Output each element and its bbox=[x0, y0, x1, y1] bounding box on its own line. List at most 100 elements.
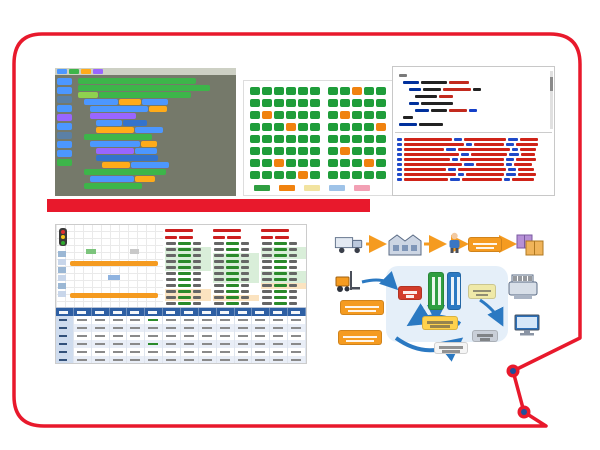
cell-text bbox=[166, 327, 177, 329]
table-cell bbox=[181, 324, 199, 332]
code-block bbox=[78, 92, 98, 98]
data-text bbox=[178, 278, 191, 281]
table-cell bbox=[163, 316, 182, 324]
cell-text bbox=[112, 351, 123, 353]
header-label bbox=[148, 310, 158, 314]
table-cell bbox=[217, 348, 235, 356]
decor-dot-center bbox=[510, 368, 516, 374]
status-cell bbox=[364, 147, 374, 155]
status-cell bbox=[262, 135, 272, 143]
data-text bbox=[226, 266, 239, 269]
row-header-cell bbox=[58, 291, 66, 297]
data-text bbox=[193, 302, 201, 305]
status-cell bbox=[352, 147, 362, 155]
status-cell bbox=[340, 111, 350, 119]
row-header-cell bbox=[58, 283, 66, 289]
data-text bbox=[226, 284, 239, 287]
red-divider-bar bbox=[47, 199, 370, 212]
result-text bbox=[516, 143, 538, 146]
result-text bbox=[397, 138, 402, 141]
cell-text bbox=[201, 327, 212, 329]
data-text bbox=[193, 266, 201, 269]
result-text bbox=[452, 158, 458, 161]
status-cell bbox=[250, 99, 260, 107]
header-text bbox=[227, 236, 241, 239]
cell-text bbox=[130, 359, 141, 361]
table-cell bbox=[288, 348, 306, 356]
status-cell bbox=[250, 147, 260, 155]
data-text bbox=[274, 302, 287, 305]
cell-text bbox=[148, 359, 159, 361]
block-row bbox=[96, 120, 234, 126]
cell-text bbox=[112, 327, 123, 329]
status-cell bbox=[352, 99, 362, 107]
code-line bbox=[415, 93, 550, 100]
status-cell bbox=[376, 87, 386, 95]
status-cell bbox=[364, 171, 374, 179]
status-cell bbox=[376, 147, 386, 155]
data-text bbox=[289, 254, 297, 257]
cell-text bbox=[237, 327, 248, 329]
table-row bbox=[56, 316, 306, 324]
table-cell bbox=[235, 348, 253, 356]
result-text bbox=[520, 148, 536, 151]
status-cell bbox=[250, 111, 260, 119]
data-text bbox=[274, 284, 287, 287]
status-cell bbox=[298, 99, 308, 107]
table-cell bbox=[181, 316, 199, 324]
data-text bbox=[262, 254, 272, 257]
cell-text bbox=[59, 327, 67, 329]
code-token bbox=[469, 109, 477, 112]
code-block bbox=[90, 176, 134, 182]
data-text bbox=[274, 242, 287, 245]
box-label bbox=[438, 277, 441, 305]
table-cell bbox=[145, 348, 164, 356]
header-text bbox=[275, 236, 289, 239]
data-text bbox=[214, 248, 224, 251]
cell-text bbox=[219, 351, 230, 353]
result-text bbox=[458, 173, 464, 176]
data-text bbox=[262, 278, 272, 281]
status-cell bbox=[298, 147, 308, 155]
group-header bbox=[213, 227, 259, 234]
status-grid-cells bbox=[244, 81, 392, 185]
header-label bbox=[166, 310, 176, 314]
table-header-cell bbox=[270, 308, 289, 316]
data-text bbox=[262, 284, 272, 287]
cell-text bbox=[255, 319, 266, 321]
table-row bbox=[56, 332, 306, 340]
cell-text bbox=[237, 343, 248, 345]
data-text bbox=[166, 284, 176, 287]
table-cell bbox=[252, 316, 271, 324]
status-cell bbox=[364, 87, 374, 95]
code-block bbox=[142, 99, 168, 105]
table-cell bbox=[92, 316, 110, 324]
status-grid-row bbox=[250, 99, 388, 107]
data-text bbox=[214, 290, 224, 293]
result-text bbox=[512, 148, 518, 151]
header-label bbox=[130, 310, 140, 314]
table-cell bbox=[217, 332, 235, 340]
traffic-light bbox=[59, 228, 67, 246]
code-token bbox=[415, 109, 429, 112]
cell-text bbox=[130, 327, 141, 329]
cell-text bbox=[201, 343, 212, 345]
status-cell bbox=[262, 87, 272, 95]
data-text bbox=[166, 272, 176, 275]
data-text bbox=[166, 290, 176, 293]
table-cell bbox=[181, 356, 199, 363]
screenshot-block-programming-editor bbox=[55, 68, 236, 196]
code-token bbox=[473, 88, 481, 91]
table-cell bbox=[235, 340, 253, 348]
code-line bbox=[403, 114, 550, 121]
data-text bbox=[214, 284, 224, 287]
data-text bbox=[214, 266, 224, 269]
table-header-cell bbox=[110, 308, 128, 316]
data-text bbox=[214, 242, 224, 245]
table-cell bbox=[288, 340, 306, 348]
table-cell bbox=[181, 340, 199, 348]
screenshot-code-editor bbox=[392, 66, 555, 196]
status-cell bbox=[274, 111, 284, 119]
status-cell bbox=[286, 147, 296, 155]
table-cell bbox=[145, 316, 164, 324]
